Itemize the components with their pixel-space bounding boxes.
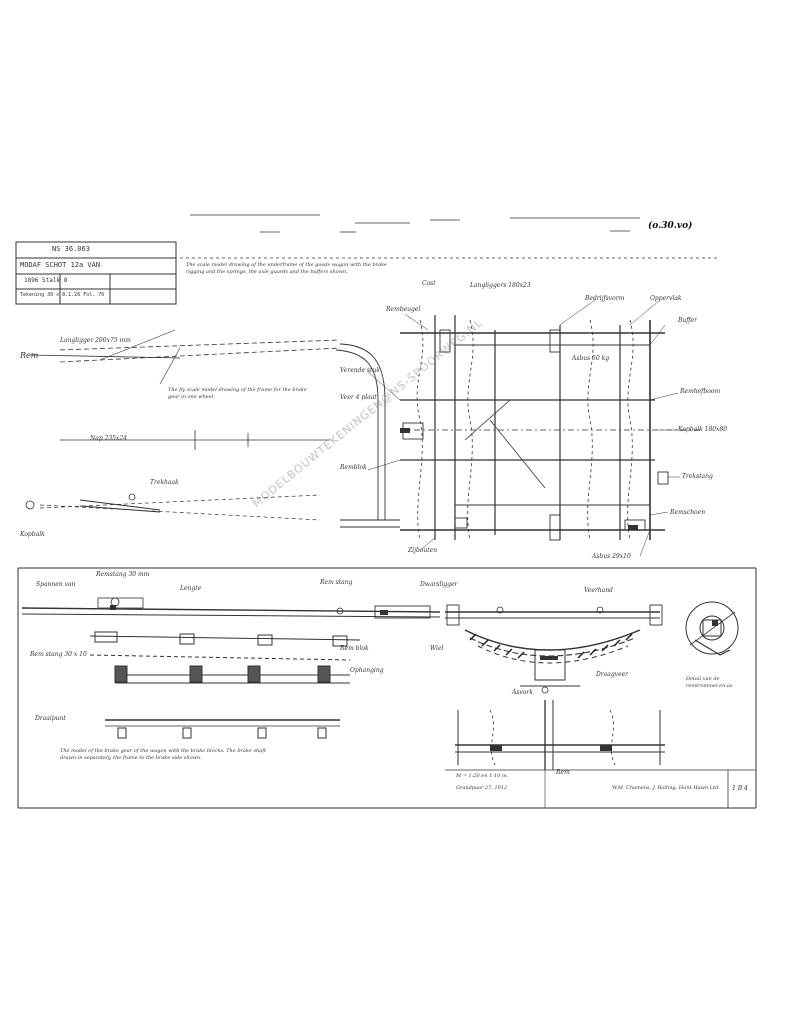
label-beam: Langligger 200x75 mm: [60, 337, 131, 344]
label-spring-pads: Veer 4 plaat: [340, 394, 377, 401]
spring-elevation: [445, 604, 663, 694]
top-note: The scale model drawing of the underfram…: [186, 262, 388, 275]
label-rod-right: Trekstang: [682, 473, 713, 480]
label-top-ref: Cast: [422, 280, 436, 287]
title-row3: 1896 Stalk 8: [24, 277, 68, 284]
label-top-right-1: Bedrijfsvorm: [585, 295, 625, 302]
label-bottom-left-1: Spannen van: [36, 581, 76, 588]
label-spring-frame: Veerhand: [584, 587, 613, 594]
label-crossbar: Dwarsligger: [420, 581, 458, 588]
side-note: The fly scale model drawing of the frame…: [168, 387, 307, 400]
drawing-number-stamp: (o.30.vo): [648, 221, 693, 231]
scale-text: M = 1:20 en 1:10 m.: [456, 773, 509, 779]
label-leaf-spring: Draagveer: [596, 671, 629, 678]
label-brake-lever: Remhefboom: [680, 388, 721, 395]
label-hanger: Rembeugel: [386, 306, 421, 313]
title-row4: Tekening 30 x 8.1.26 Fol. 76: [20, 292, 105, 298]
lower-frame: [17, 567, 757, 809]
label-block: Rem blok: [340, 645, 369, 652]
label-bottom-left-2: Remstang 30 mm: [96, 571, 150, 578]
spring-leaves-hatch: [469, 633, 633, 659]
label-detail-circle: Detail van de remtrommel en as: [686, 676, 733, 689]
date-text: Grandpaar 27, 1912: [456, 785, 508, 791]
leader-lines: [367, 299, 680, 557]
brake-gear-details: [89, 631, 361, 739]
credit: W.M. Chamens, J. Rolling, Hunt Hawn Ltd.: [612, 785, 720, 791]
title-name: MODAF SCHOT 12a VAN: [20, 261, 101, 269]
underframe-plan: [340, 315, 700, 541]
label-dim-1: Nap 235x24: [90, 435, 128, 442]
label-buffer: Buffer: [678, 317, 697, 324]
label-left-brake: Rem: [20, 351, 39, 360]
title-block: [15, 241, 177, 305]
brake-shaft-elevation: [21, 597, 441, 619]
top-dimension-lines: [180, 214, 720, 259]
label-bottom-ref: Rem: [556, 769, 570, 776]
label-spring-hanger: Verende stuk: [340, 367, 380, 374]
detail-circle: [685, 601, 739, 656]
label-shaft: Rem stang: [320, 579, 353, 586]
sheet-number: 1 B 4: [732, 785, 748, 792]
title-drawing-no: NS 36.063: [52, 245, 90, 253]
label-hanger-bottom: Ophanging: [350, 667, 384, 674]
label-axle-box-right: Asbus 29x10: [592, 553, 631, 560]
section-view: [455, 700, 665, 770]
bottom-note: The model of the brake gear of the wagon…: [60, 748, 267, 761]
label-guard: Asvork: [512, 689, 533, 696]
label-pivot: Draaipunt: [35, 715, 66, 722]
label-frame-top: Langliggers 180x23: [470, 282, 531, 289]
brake-rigging-left: [25, 329, 386, 521]
label-side-bolts: Zijbouten: [408, 547, 438, 554]
label-draw-hook: Trekhaak: [150, 479, 179, 486]
label-underframe-right: Kopbalk 180x80: [678, 426, 728, 433]
label-brake-block: Remblok: [340, 464, 367, 471]
label-bottom-left-3: Lengte: [180, 585, 202, 592]
label-left-ref: Kopbalk: [20, 531, 45, 538]
hatching: [110, 428, 718, 751]
label-brake-rod: Rem stang 30 x 10: [30, 651, 87, 658]
label-wheel-left: Wiel: [430, 645, 444, 652]
label-axle: Asbus 50 kg: [572, 355, 610, 362]
label-top-right-2: Oppervlak: [650, 295, 682, 302]
label-brake-shoe-right: Remschoen: [670, 509, 706, 516]
